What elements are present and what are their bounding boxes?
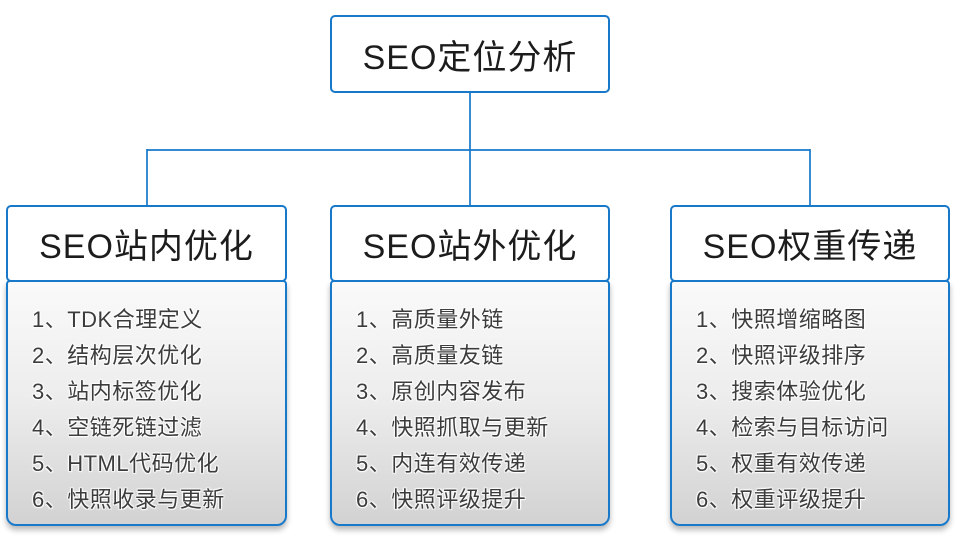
list-item: 6、权重评级提升 xyxy=(696,487,867,512)
branch-weight-list: 1、快照增缩略图 2、快照评级排序 3、搜索体验优化 4、检索与目标访问 5、权… xyxy=(670,280,950,526)
list-item: 3、站内标签优化 xyxy=(32,379,203,404)
branch-weight-header: SEO权重传递 xyxy=(670,205,950,282)
list-item: 2、高质量友链 xyxy=(356,343,504,368)
branch-offsite-header: SEO站外优化 xyxy=(330,205,610,282)
list-item: 4、空链死链过滤 xyxy=(32,415,203,440)
branch-title: SEO站外优化 xyxy=(362,228,578,266)
list-item: 6、快照收录与更新 xyxy=(32,487,225,512)
list-item: 4、检索与目标访问 xyxy=(696,415,889,440)
root-node: SEO定位分析 xyxy=(330,15,610,93)
branch-offsite-list: 1、高质量外链 2、高质量友链 3、原创内容发布 4、快照抓取与更新 5、内连有… xyxy=(330,280,610,526)
list-item: 6、快照评级提升 xyxy=(356,487,527,512)
list-item: 2、结构层次优化 xyxy=(32,343,203,368)
list-item: 5、权重有效传递 xyxy=(696,451,867,476)
branch-onsite-list: 1、TDK合理定义 2、结构层次优化 3、站内标签优化 4、空链死链过滤 5、H… xyxy=(6,280,287,526)
branch-onsite-optimization: SEO站内优化 1、TDK合理定义 2、结构层次优化 3、站内标签优化 4、空链… xyxy=(6,205,287,526)
list-item: 3、原创内容发布 xyxy=(356,379,527,404)
list-item: 5、HTML代码优化 xyxy=(32,451,220,476)
list-item: 3、搜索体验优化 xyxy=(696,379,867,404)
branch-title: SEO权重传递 xyxy=(702,228,918,266)
branch-weight-transfer: SEO权重传递 1、快照增缩略图 2、快照评级排序 3、搜索体验优化 4、检索与… xyxy=(670,205,950,526)
list-item: 1、高质量外链 xyxy=(356,307,504,332)
branch-title: SEO站内优化 xyxy=(39,228,254,266)
branch-offsite-optimization: SEO站外优化 1、高质量外链 2、高质量友链 3、原创内容发布 4、快照抓取与… xyxy=(330,205,610,526)
list-item: 5、内连有效传递 xyxy=(356,451,527,476)
list-item: 4、快照抓取与更新 xyxy=(356,415,549,440)
list-item: 1、快照增缩略图 xyxy=(696,307,867,332)
branch-onsite-header: SEO站内优化 xyxy=(6,205,287,282)
list-item: 2、快照评级排序 xyxy=(696,343,867,368)
root-node-label: SEO定位分析 xyxy=(362,38,578,77)
list-item: 1、TDK合理定义 xyxy=(32,307,203,332)
